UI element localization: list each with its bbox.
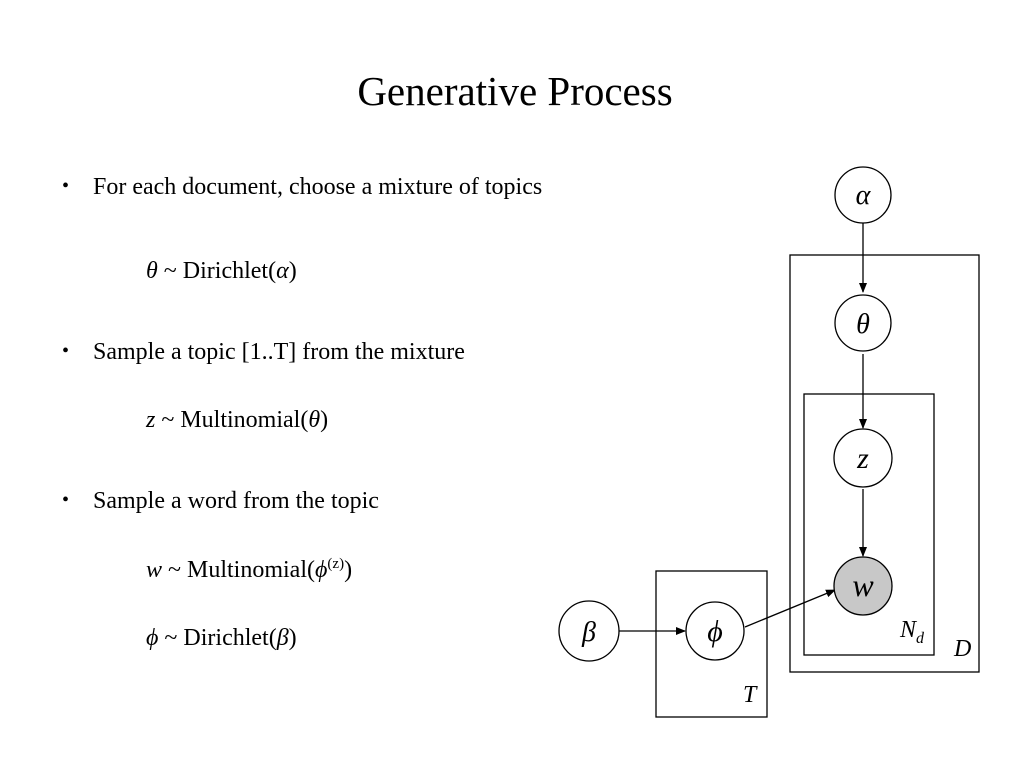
formula-z-multinomial: z ~ Multinomial(θ) [146, 405, 328, 435]
plate-documents-label: D [953, 636, 971, 662]
formula-arg: β [276, 625, 289, 651]
formula-arg: θ [308, 407, 321, 433]
node-alpha-label: α [856, 180, 872, 211]
node-w-label: w [852, 567, 874, 603]
formula-lhs: ϕ [146, 625, 159, 651]
bullet-text: For each document, choose a mixture of t… [93, 174, 543, 200]
formula-superscript: (z) [327, 556, 345, 572]
formula-arg: ϕ [315, 557, 328, 583]
bullet-dot: • [62, 175, 70, 197]
formula-lhs: θ [146, 258, 158, 284]
formula-rhs: ~ Dirichlet( [158, 625, 277, 651]
formula-rhs: ~ Multinomial( [162, 557, 315, 583]
formula-close: ) [288, 258, 297, 284]
bullet-text: Sample a word from the topic [93, 488, 379, 514]
bullet-item-word: • Sample a word from the topic [62, 486, 379, 516]
plate-words [803, 393, 935, 656]
bullet-item-mixture: • For each document, choose a mixture of … [62, 172, 542, 202]
plate-topics [655, 570, 768, 718]
formula-arg: α [276, 258, 289, 284]
node-phi-label: ϕ [707, 615, 723, 648]
node-w-observed: w [833, 556, 893, 616]
plate-words-label: Nd [899, 617, 925, 647]
formula-rhs: ~ Dirichlet( [157, 258, 277, 284]
formula-lhs: z [146, 407, 156, 433]
node-z: z [833, 428, 893, 488]
formula-phi-dirichlet: ϕ ~ Dirichlet(β) [146, 623, 297, 653]
bullet-item-topic: • Sample a topic [1..T] from the mixture [62, 337, 465, 367]
formula-theta-dirichlet: θ ~ Dirichlet(α) [146, 256, 297, 286]
node-beta-label: β [581, 617, 596, 648]
node-phi: ϕ [685, 601, 745, 661]
formula-lhs: w [146, 557, 163, 583]
node-alpha: α [834, 166, 892, 224]
bullet-text: Sample a topic [1..T] from the mixture [93, 339, 465, 365]
plate-words-label-sub: d [916, 630, 925, 647]
formula-close: ) [344, 557, 353, 583]
plate-documents [789, 254, 980, 673]
formula-rhs: ~ Multinomial( [155, 407, 309, 433]
plate-topics-label: T [743, 682, 758, 708]
node-z-label: z [856, 442, 869, 475]
node-theta: θ [834, 294, 892, 352]
formula-close: ) [320, 407, 329, 433]
bullet-dot: • [62, 340, 70, 362]
node-theta-label: θ [856, 309, 870, 340]
plate-words-label-main: N [899, 617, 918, 643]
slide-title: Generative Process [357, 68, 673, 114]
formula-w-multinomial: w ~ Multinomial(ϕ(z)) [146, 555, 352, 585]
node-beta: β [558, 600, 620, 662]
edge-phi-w [744, 589, 836, 628]
formula-close: ) [288, 625, 297, 651]
bullet-dot: • [62, 489, 70, 511]
